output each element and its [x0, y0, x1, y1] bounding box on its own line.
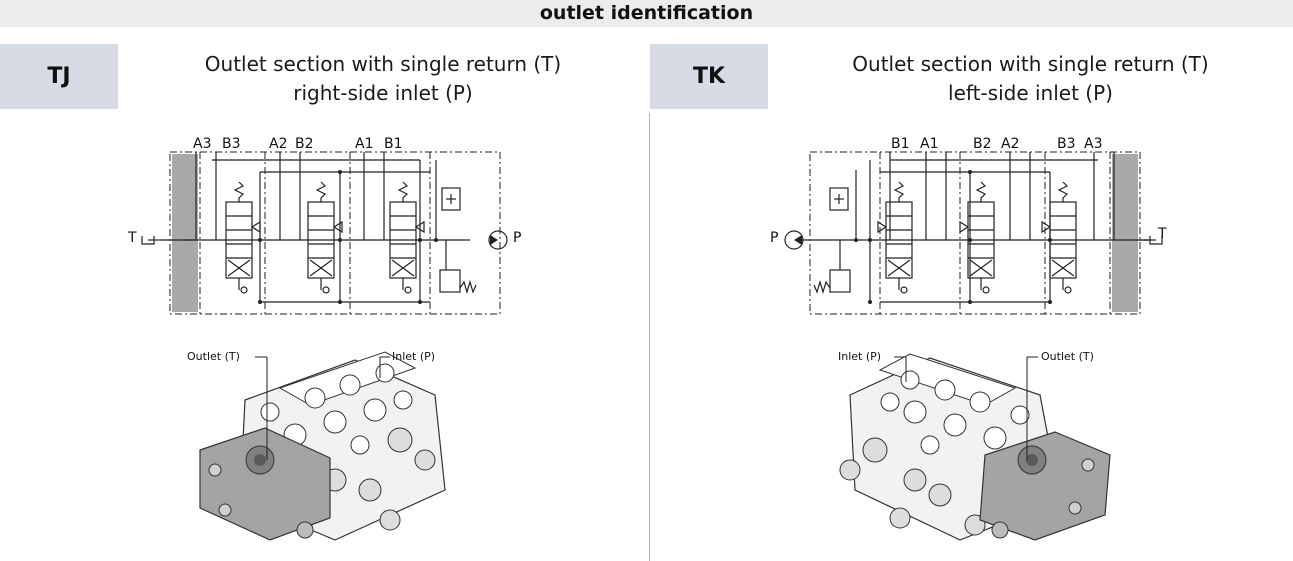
port-label-a3: A3 [1084, 136, 1102, 152]
inlet-callout: Inlet (P) [838, 350, 881, 363]
port-label-a2: A2 [269, 136, 287, 152]
port-label-b1: B1 [384, 136, 403, 152]
outlet-callout: Outlet (T) [187, 350, 240, 363]
check-valve-symbol [250, 220, 261, 234]
check-valve-symbol [959, 220, 970, 234]
spool-valve-symbol [225, 181, 253, 294]
valve-block-outline [169, 151, 501, 315]
spool-valve-symbol [967, 181, 995, 294]
outlet-callout: Outlet (T) [1041, 350, 1094, 363]
port-label-b3: B3 [1057, 136, 1076, 152]
check-valve-symbol [332, 220, 343, 234]
section-code-tj: TJ [0, 44, 118, 109]
inlet-callout: Inlet (P) [392, 350, 435, 363]
hydraulic-schematic-tj: T P A3 B3 A2 B2 A1 B1 [127, 136, 521, 315]
tank-port-label: T [1157, 226, 1167, 242]
pressure-relief-valve-symbol [439, 269, 461, 293]
pump-symbol [784, 230, 804, 250]
valve-block-illustration-tk: Inlet (P) Outlet (T) [838, 350, 1111, 541]
check-valve-symbol [1041, 220, 1052, 234]
valve-block-outline [809, 151, 1141, 315]
pressure-relief-valve-symbol [829, 269, 851, 293]
pressure-port-label: P [770, 230, 778, 246]
section-title-line2: left-side inlet (P) [948, 81, 1113, 105]
port-label-b1: B1 [891, 136, 910, 152]
hydraulic-schematic-tk: P T B1 A1 B2 A2 B3 A3 [770, 136, 1167, 315]
section-code-tk: TK [650, 44, 768, 109]
port-label-a1: A1 [355, 136, 373, 152]
port-label-b2: B2 [295, 136, 314, 152]
section-title-tj: Outlet section with single return (T) ri… [118, 50, 648, 108]
section-title-line2: right-side inlet (P) [293, 81, 473, 105]
outlet-end-plate [172, 154, 198, 312]
section-title-tk: Outlet section with single return (T) le… [768, 50, 1293, 108]
pilot-valve-symbol [829, 187, 849, 211]
column-divider [649, 113, 650, 561]
spool-valve-symbol [1049, 181, 1077, 294]
spool-valve-symbol [389, 181, 417, 294]
section-title-line1: Outlet section with single return (T) [852, 52, 1209, 76]
valve-block-illustration-tj: Outlet (T) Inlet (P) [187, 350, 446, 541]
port-label-a1: A1 [920, 136, 938, 152]
port-label-a3: A3 [193, 136, 211, 152]
check-valve-symbol [877, 220, 888, 234]
outlet-end-plate [1112, 154, 1138, 312]
spool-valve-symbol [885, 181, 913, 294]
port-label-b2: B2 [973, 136, 992, 152]
tank-port-label: T [127, 230, 137, 246]
pilot-valve-symbol [441, 187, 461, 211]
section-title-line1: Outlet section with single return (T) [204, 52, 562, 76]
check-valve-symbol [414, 220, 425, 234]
outlet-end-plate [199, 427, 331, 541]
table-header: outlet identification [0, 0, 1293, 27]
port-label-a2: A2 [1001, 136, 1019, 152]
spool-valve-symbol [307, 181, 335, 294]
port-label-b3: B3 [222, 136, 241, 152]
pressure-port-label: P [513, 230, 521, 246]
pump-symbol [488, 230, 508, 250]
